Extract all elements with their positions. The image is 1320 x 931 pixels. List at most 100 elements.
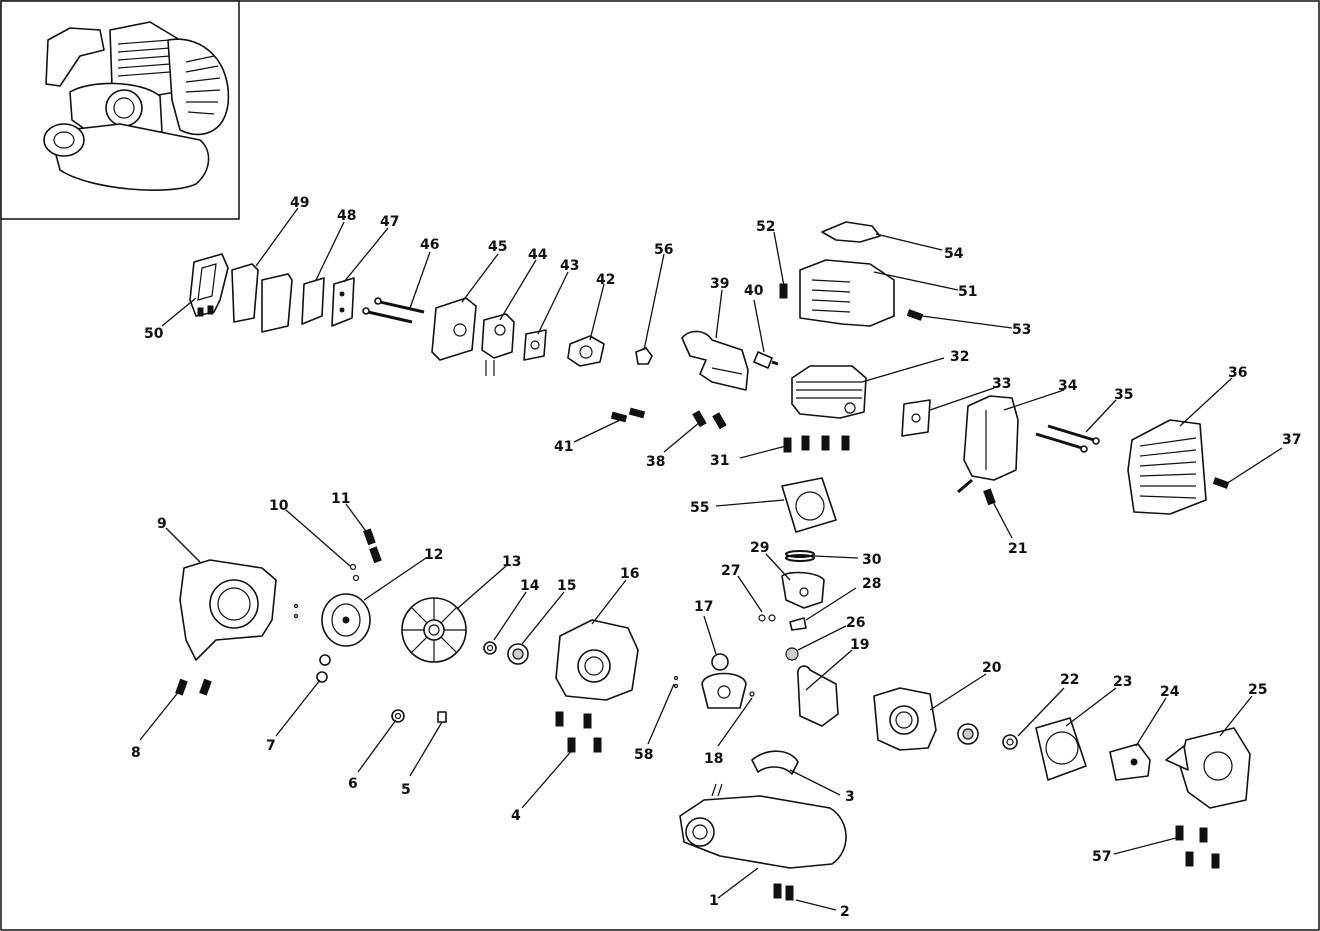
callout-30: 30	[862, 552, 882, 568]
callout-11: 11	[331, 491, 350, 507]
callout-17: 17	[694, 599, 713, 615]
part-51-cylinder-cover	[799, 259, 895, 327]
callout-32: 32	[950, 349, 969, 365]
part-42-insulator	[567, 335, 605, 367]
part-17-crankshaft	[701, 653, 747, 709]
callout-24: 24	[1160, 684, 1180, 700]
part-1-fuel-tank	[679, 783, 847, 869]
callout-44: 44	[528, 247, 548, 263]
callout-27: 27	[721, 563, 740, 579]
callout-39: 39	[710, 276, 729, 292]
part-20-crankcase-right	[873, 687, 937, 751]
callout-54: 54	[944, 246, 964, 262]
part-19-crankcase-gasket	[797, 665, 839, 727]
leader-lines	[139, 207, 1283, 911]
callout-3: 3	[845, 789, 855, 805]
part-3-tank-bracket	[751, 750, 799, 775]
part-40-spark-plug	[753, 351, 779, 369]
part-9-fan-housing	[179, 559, 277, 661]
callout-2: 2	[840, 904, 850, 920]
part-43-carburetor-gasket	[523, 329, 547, 361]
callout-22: 22	[1060, 672, 1079, 688]
callout-50: 50	[144, 326, 164, 342]
callout-58: 58	[634, 747, 653, 763]
callout-21: 21	[1008, 541, 1027, 557]
part-34-muffler	[957, 395, 1019, 494]
callout-4: 4	[511, 808, 521, 824]
callout-15: 15	[557, 578, 576, 594]
callout-46: 46	[420, 237, 439, 253]
callout-8: 8	[131, 745, 141, 761]
part-23-starter-gasket	[1035, 717, 1087, 781]
callout-35: 35	[1114, 387, 1133, 403]
part-54-top-cover	[821, 221, 881, 243]
part-45-carburetor-housing	[431, 297, 477, 361]
part-27-circlips	[758, 614, 776, 622]
callout-28: 28	[862, 576, 881, 592]
part-32-cylinder	[791, 365, 867, 419]
callout-18: 18	[704, 751, 723, 767]
part-26-needle-bearing	[785, 647, 799, 661]
callout-20: 20	[982, 660, 1002, 676]
callout-6: 6	[348, 776, 358, 792]
part-55-cylinder-base-gasket	[781, 477, 837, 533]
callout-16: 16	[620, 566, 639, 582]
callout-10: 10	[269, 498, 289, 514]
part-14-washer	[483, 641, 497, 655]
callout-9: 9	[157, 516, 167, 532]
callout-48: 48	[337, 208, 356, 224]
part-36-muffler-guard	[1127, 419, 1207, 515]
part-25-recoil-starter	[1165, 727, 1251, 809]
part-small-washers	[293, 563, 755, 723]
callout-37: 37	[1282, 432, 1301, 448]
callout-40: 40	[744, 283, 764, 299]
part-48-filter-gasket	[301, 277, 325, 325]
callout-23: 23	[1113, 674, 1132, 690]
callout-5: 5	[401, 782, 411, 798]
callout-36: 36	[1228, 365, 1247, 381]
part-12-clutch	[321, 593, 371, 647]
callout-47: 47	[380, 214, 399, 230]
callout-51: 51	[958, 284, 977, 300]
part-29-piston	[781, 571, 825, 609]
assembled-engine-inset	[0, 0, 240, 220]
part-33-exhaust-gasket	[901, 399, 931, 437]
part-35-muffler-bolts	[1035, 424, 1100, 453]
callout-31: 31	[710, 453, 729, 469]
part-56-nut	[635, 347, 653, 365]
part-24-starter-pulley	[1109, 743, 1151, 781]
part-13-flywheel	[401, 597, 467, 663]
callout-41: 41	[554, 439, 573, 455]
callout-34: 34	[1058, 378, 1078, 394]
callout-1: 1	[709, 893, 719, 909]
callout-45: 45	[488, 239, 507, 255]
callout-13: 13	[502, 554, 521, 570]
part-bearing-right	[957, 723, 979, 745]
part-15-bearing	[507, 643, 529, 665]
part-callout-labels: 1 2 3 4 5 6 7 8 9 10 11 12 13 14 15 16 1…	[131, 195, 1301, 920]
callout-19: 19	[850, 637, 869, 653]
part-22-oil-seal	[1002, 734, 1018, 750]
part-46-long-bolts	[362, 297, 425, 324]
part-49-air-filter-element	[231, 263, 293, 333]
part-30-piston-rings	[785, 550, 815, 562]
callout-14: 14	[520, 578, 540, 594]
part-28-piston-pin	[789, 617, 807, 631]
callout-49: 49	[290, 195, 309, 211]
part-47-choke-plate	[331, 277, 355, 327]
part-screws	[175, 283, 1230, 901]
callout-7: 7	[266, 738, 276, 754]
callout-26: 26	[846, 615, 865, 631]
callout-25: 25	[1248, 682, 1267, 698]
callout-12: 12	[424, 547, 443, 563]
callout-53: 53	[1012, 322, 1031, 338]
part-39-ignition-coil	[681, 330, 749, 391]
callout-52: 52	[756, 219, 775, 235]
callout-43: 43	[560, 258, 579, 274]
callout-56: 56	[654, 242, 673, 258]
callout-29: 29	[750, 540, 769, 556]
callout-57: 57	[1092, 849, 1111, 865]
callout-38: 38	[646, 454, 665, 470]
